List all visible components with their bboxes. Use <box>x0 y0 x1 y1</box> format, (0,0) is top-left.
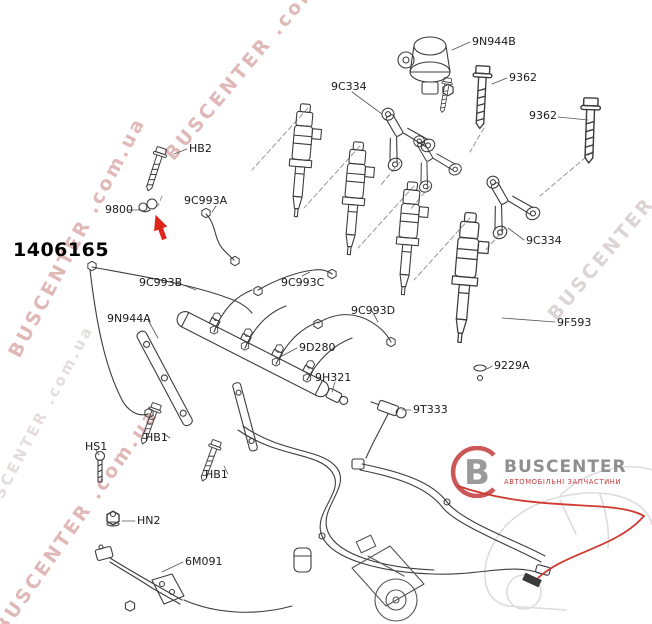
injection-pump <box>351 534 425 622</box>
injector-3 <box>391 180 432 297</box>
part-label-9800: 9800 <box>105 203 133 216</box>
part-label-9c993b: 9C993B <box>139 276 183 289</box>
bracket-9n944a <box>136 330 193 427</box>
part-label-9t333: 9T333 <box>413 403 448 416</box>
sensor-9t333 <box>370 399 407 419</box>
bolt-9362-b <box>578 96 602 165</box>
part-label-9c334-a: 9C334 <box>331 80 367 93</box>
part-label-9362-a: 9362 <box>509 71 537 84</box>
bolt-9362-a <box>469 64 494 130</box>
sensor-wire <box>365 413 389 459</box>
part-label-9f593: 9F593 <box>557 316 592 329</box>
part-label-9c334-b: 9C334 <box>526 234 562 247</box>
hose-end-fitting <box>522 572 542 588</box>
injector-2 <box>337 140 378 257</box>
part-label-hb2: HB2 <box>189 142 212 155</box>
fuel-pipes-9c993 <box>87 207 396 419</box>
part-label-9n944b: 9N944B <box>472 35 516 48</box>
actuator-assembly-9n944b <box>397 36 454 97</box>
label-leader-lines <box>95 41 589 573</box>
logo-text-block: BUSCENTER АВТОМОБІЛЬНІ ЗАПЧАСТИНИ <box>504 456 627 487</box>
clamp-9800 <box>138 198 158 213</box>
nut-hn2 <box>106 510 120 527</box>
part-label-9n944a: 9N944A <box>107 312 151 325</box>
main-part-number: 1406165 <box>13 239 110 261</box>
part-label-9c993c: 9C993C <box>281 276 325 289</box>
bolt-small <box>436 76 454 114</box>
buscenter-logo-mark: B <box>448 445 500 499</box>
bracket-strip <box>232 382 258 452</box>
logo-letter-b: B <box>464 453 490 493</box>
part-label-9362-b: 9362 <box>529 109 557 122</box>
red-arrow-pointer <box>154 214 168 241</box>
part-label-hn2: HN2 <box>137 514 161 527</box>
part-label-hs1: HS1 <box>85 440 108 453</box>
logo-red-c <box>450 445 496 499</box>
part-label-9d280: 9D280 <box>299 341 336 354</box>
part-label-9229a: 9229A <box>494 359 530 372</box>
canister <box>293 547 312 573</box>
washer-9229a <box>473 364 487 382</box>
ghost-vehicle-sketch <box>484 465 652 611</box>
injector-9f593 <box>446 211 493 345</box>
return-hoses <box>237 425 551 576</box>
part-label-9h321: 9H321 <box>315 371 352 384</box>
injector-1 <box>284 102 325 219</box>
part-label-hb1-b: HB1 <box>205 468 228 481</box>
bracket-assembly-6m091 <box>94 544 293 613</box>
bolt-hb2 <box>141 145 169 194</box>
part-label-9c993a: 9C993A <box>184 194 228 207</box>
part-label-hb1-a: HB1 <box>145 431 168 444</box>
stud-hs1 <box>94 450 106 483</box>
part-label-6m091: 6M091 <box>185 555 223 568</box>
logo-tagline-text: АВТОМОБІЛЬНІ ЗАПЧАСТИНИ <box>504 478 622 487</box>
logo-brand-text: BUSCENTER <box>504 456 627 477</box>
part-label-9c993d: 9C993D <box>351 304 396 317</box>
buscenter-logo: B BUSCENTER АВТОМОБІЛЬНІ ЗАПЧАСТИНИ <box>448 445 627 499</box>
